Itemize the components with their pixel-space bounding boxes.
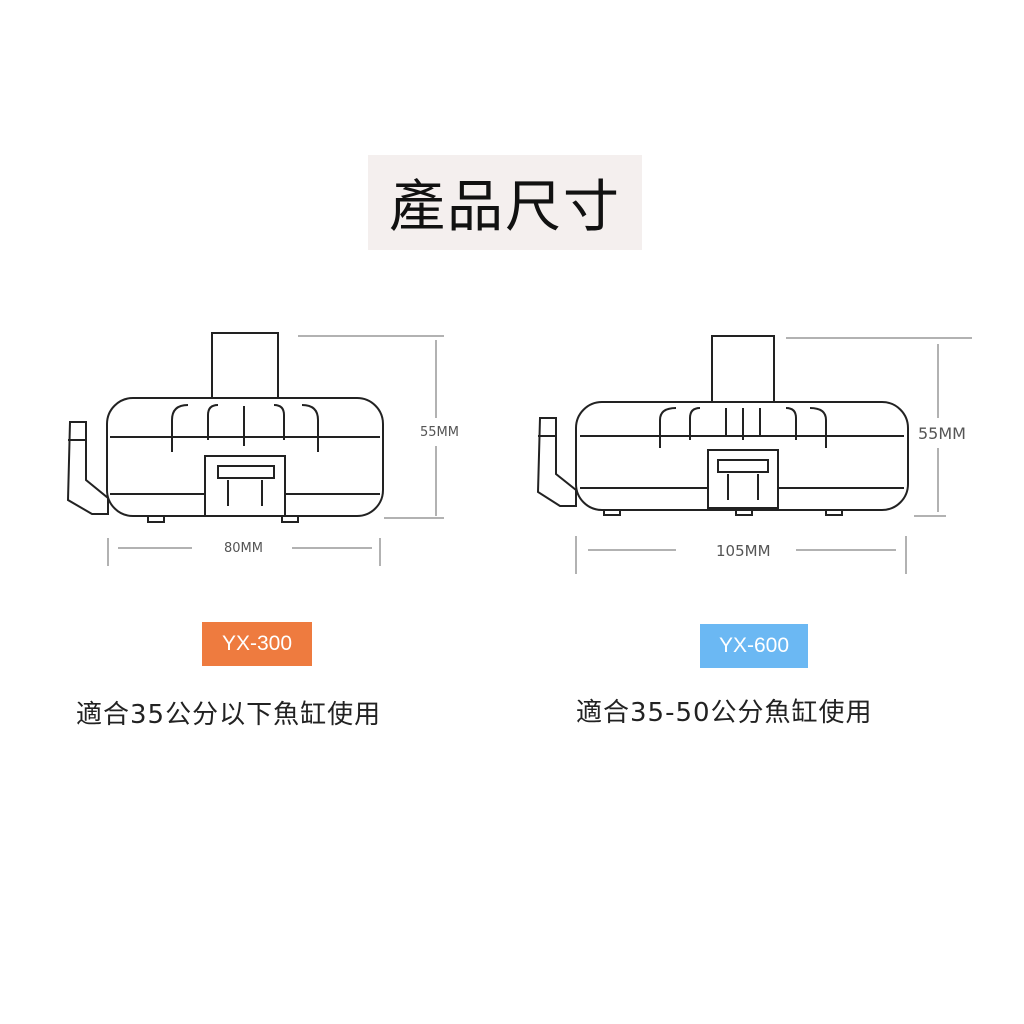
title-banner: 產品尺寸 [368,155,642,250]
yx600-description: 適合35-50公分魚缸使用 [576,698,873,728]
yx300-model-badge: YX-300 [202,622,312,666]
yx600-height-label: 55MM [918,424,966,443]
yx300-width-label: 80MM [224,541,263,556]
yx600-model-name: YX-600 [718,634,790,657]
yx600-width-label: 105MM [716,542,771,560]
page-title: 產品尺寸 [389,175,621,240]
yx600-model-badge: YX-600 [700,624,808,668]
yx300-description: 適合35公分以下魚缸使用 [76,700,382,730]
yx300-height-label: 55MM [420,425,459,440]
yx300-model-name: YX-300 [221,632,293,655]
